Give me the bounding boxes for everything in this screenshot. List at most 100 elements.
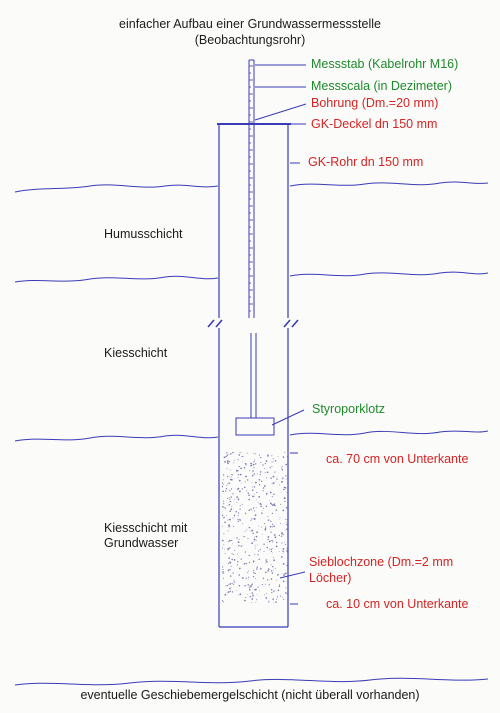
sand-grain: [270, 570, 273, 572]
sand-grain: [239, 593, 242, 596]
sand-grain: [255, 535, 258, 538]
sand-grain: [255, 453, 257, 455]
sand-grain: [233, 553, 235, 556]
sand-grain: [280, 491, 282, 493]
sand-grain: [286, 491, 288, 493]
sand-grain: [281, 532, 283, 535]
sand-grain: [265, 559, 267, 561]
sand-grain: [227, 569, 230, 572]
sand-grain: [239, 508, 241, 511]
sand-grain: [227, 530, 229, 532]
sand-grain: [272, 569, 274, 571]
sand-grain: [272, 599, 274, 601]
sand-grain: [261, 510, 263, 511]
sand-grain: [237, 553, 238, 555]
sand-grain: [256, 531, 258, 534]
sand-grain: [279, 517, 281, 518]
sand-grain: [281, 573, 283, 575]
sand-grain: [242, 545, 243, 546]
sand-grain: [253, 572, 255, 574]
sand-grain: [226, 485, 228, 487]
label-messscala: Messscala (in Dezimeter): [311, 79, 453, 93]
sand-grain: [238, 585, 241, 587]
sand-grain: [248, 576, 250, 578]
boundary-humus-right: [289, 271, 489, 277]
sand-grain: [283, 488, 285, 491]
sand-grain: [280, 556, 283, 558]
sand-grain: [267, 455, 269, 457]
sand-grain: [267, 570, 269, 572]
sand-grain: [270, 589, 273, 591]
sand-grain: [229, 568, 231, 571]
sand-grain: [282, 563, 285, 565]
sand-grain: [259, 549, 261, 551]
sand-grain: [256, 539, 257, 541]
sand-grain: [222, 568, 224, 570]
sand-grain: [251, 486, 253, 488]
sand-grain: [280, 503, 282, 505]
sand-grain: [251, 489, 254, 491]
sand-grain: [266, 560, 268, 563]
sand-grain: [273, 503, 275, 506]
sand-grain: [236, 590, 238, 591]
sand-grain: [247, 538, 249, 540]
layer-grundwasser-2: Grundwasser: [104, 536, 179, 550]
sand-grain: [238, 556, 240, 558]
sand-grain: [254, 518, 256, 521]
sand-grain: [282, 509, 285, 512]
sand-grain: [236, 501, 238, 503]
sand-grain: [263, 522, 265, 525]
sand-grain: [271, 572, 274, 574]
sand-grain: [271, 539, 273, 542]
sand-grain: [233, 462, 235, 464]
sand-grain: [230, 476, 232, 478]
sand-grain: [229, 561, 231, 564]
sand-grain: [237, 459, 239, 461]
sand-grain: [283, 598, 285, 600]
sand-grain: [274, 459, 277, 462]
sand-grain: [253, 473, 255, 475]
sand-grain: [244, 462, 247, 465]
sand-grain: [239, 518, 241, 521]
layer-bottom: eventuelle Geschiebemergelschicht (nicht…: [80, 688, 420, 702]
sand-grain: [260, 568, 262, 570]
sand-grain: [238, 574, 240, 576]
sand-grain: [275, 541, 278, 544]
sand-grain: [265, 460, 268, 462]
sand-grain: [224, 593, 227, 596]
sand-grain: [269, 467, 271, 469]
sand-grain: [267, 568, 269, 569]
sand-grain: [225, 488, 228, 490]
sand-grain: [224, 521, 226, 523]
sand-grain: [237, 520, 239, 522]
sand-grain: [282, 548, 285, 550]
sand-grain: [282, 533, 284, 536]
sand-grain: [276, 579, 278, 581]
sand-grain: [245, 475, 247, 478]
sand-grain: [284, 572, 287, 575]
sand-grain: [253, 467, 255, 469]
pipe: [207, 123, 299, 628]
label-unterkante-70: ca. 70 cm von Unterkante: [326, 452, 469, 466]
sand-grain: [238, 544, 240, 547]
sand-grain: [276, 598, 278, 600]
sand-grain: [236, 488, 239, 490]
sand-grain: [269, 500, 271, 501]
sand-grain: [255, 601, 256, 603]
sand-grain: [283, 574, 285, 576]
sand-grain: [252, 595, 254, 597]
sand-grain: [249, 589, 251, 591]
sand-grain: [258, 484, 261, 486]
break-mark-right: [283, 319, 299, 328]
sand-grain: [258, 525, 260, 527]
leader-sieb: [279, 571, 306, 579]
sand-grain: [244, 585, 246, 587]
sand-grain: [270, 520, 272, 522]
sand-grain: [225, 455, 227, 458]
sand-grain: [286, 519, 288, 521]
boundary-bottom: [14, 677, 489, 686]
sand-grain: [277, 589, 280, 591]
sand-grain: [257, 586, 259, 588]
sand-grain: [253, 461, 255, 463]
sand-grain: [283, 552, 284, 554]
